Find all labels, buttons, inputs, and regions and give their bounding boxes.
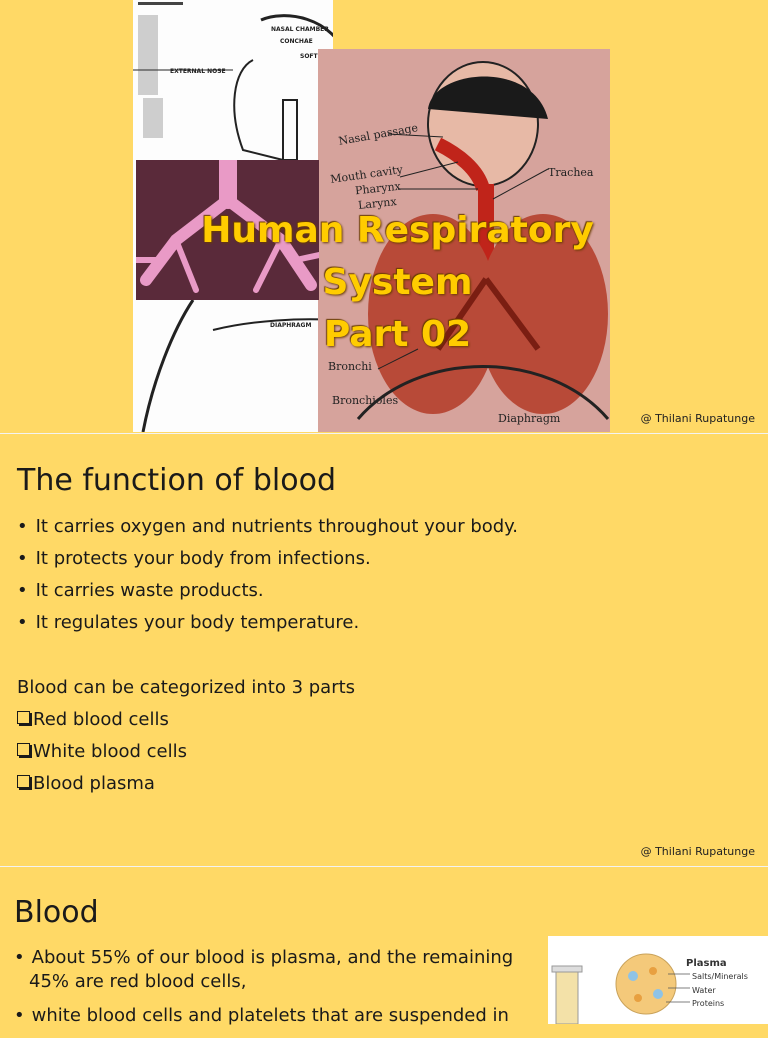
list-item: White blood cells bbox=[17, 738, 187, 770]
bullet-list: About 55% of our blood is plasma, and th… bbox=[14, 946, 519, 1038]
slide-heading: Blood bbox=[14, 895, 99, 930]
bronchi-photo bbox=[133, 151, 322, 300]
title-slide: NASAL CHAMBER CONCHAE SOFT EXTERNAL NOSE… bbox=[0, 0, 768, 432]
bullet-item: white blood cells and platelets that are… bbox=[14, 1004, 519, 1028]
slide-heading: The function of blood bbox=[17, 463, 336, 498]
respiratory-diagram-image bbox=[318, 49, 610, 432]
list-item-label: White blood cells bbox=[33, 741, 188, 762]
blood-parts-list: Red blood cells White blood cells Blood … bbox=[17, 706, 187, 802]
list-item: Blood plasma bbox=[17, 770, 187, 802]
diagram-label-trachea: Trachea bbox=[548, 166, 594, 179]
bullet-list: It carries oxygen and nutrients througho… bbox=[17, 513, 518, 641]
figure-label-salts: Salts/Minerals bbox=[692, 972, 748, 981]
list-item-label: Red blood cells bbox=[33, 709, 169, 730]
sketch-label-conchae: CONCHAE bbox=[280, 38, 313, 45]
sketch-label-external-nose: EXTERNAL NOSE bbox=[170, 68, 226, 75]
checkbox-bullet-icon bbox=[17, 711, 30, 724]
list-item: Red blood cells bbox=[17, 706, 187, 738]
title-line-1: Human Respiratory bbox=[201, 210, 594, 251]
bullet-item: It regulates your body temperature. bbox=[17, 609, 518, 641]
credit: @ Thilani Rupatunge bbox=[640, 412, 755, 425]
sketch-label-diaphragm: DIAPHRAGM bbox=[270, 322, 312, 329]
title-line-3: Part 02 bbox=[323, 314, 472, 355]
slide-title: Human Respiratory System Part 02 bbox=[170, 205, 625, 361]
checkbox-bullet-icon bbox=[17, 775, 30, 788]
diagram-label-diaphragm: Diaphragm bbox=[498, 412, 561, 425]
credit: @ Thilani Rupatunge bbox=[640, 845, 755, 858]
diagram-label-bronchi: Bronchi bbox=[328, 360, 372, 373]
bullet-item: About 55% of our blood is plasma, and th… bbox=[14, 946, 519, 994]
title-line-2: System bbox=[322, 262, 473, 303]
diagram-label-bronchioles: Bronchioles bbox=[332, 394, 399, 407]
list-item-label: Blood plasma bbox=[33, 773, 155, 794]
plasma-figure: Plasma Salts/Minerals Water Proteins bbox=[548, 936, 768, 1025]
sketch-label-soft: SOFT bbox=[300, 53, 318, 60]
figure-label-water: Water bbox=[692, 986, 716, 995]
bullet-item: It protects your body from infections. bbox=[17, 545, 518, 577]
bullet-item: It carries oxygen and nutrients througho… bbox=[17, 513, 518, 545]
checkbox-bullet-icon bbox=[17, 743, 30, 756]
blood-function-slide bbox=[0, 433, 768, 866]
figure-label-proteins: Proteins bbox=[692, 999, 725, 1008]
intro-text: Blood can be categorized into 3 parts bbox=[17, 677, 356, 698]
sketch-label-nasal-chamber: NASAL CHAMBER bbox=[271, 26, 329, 33]
figure-label-plasma: Plasma bbox=[686, 958, 727, 969]
bullet-item: It carries waste products. bbox=[17, 577, 518, 609]
